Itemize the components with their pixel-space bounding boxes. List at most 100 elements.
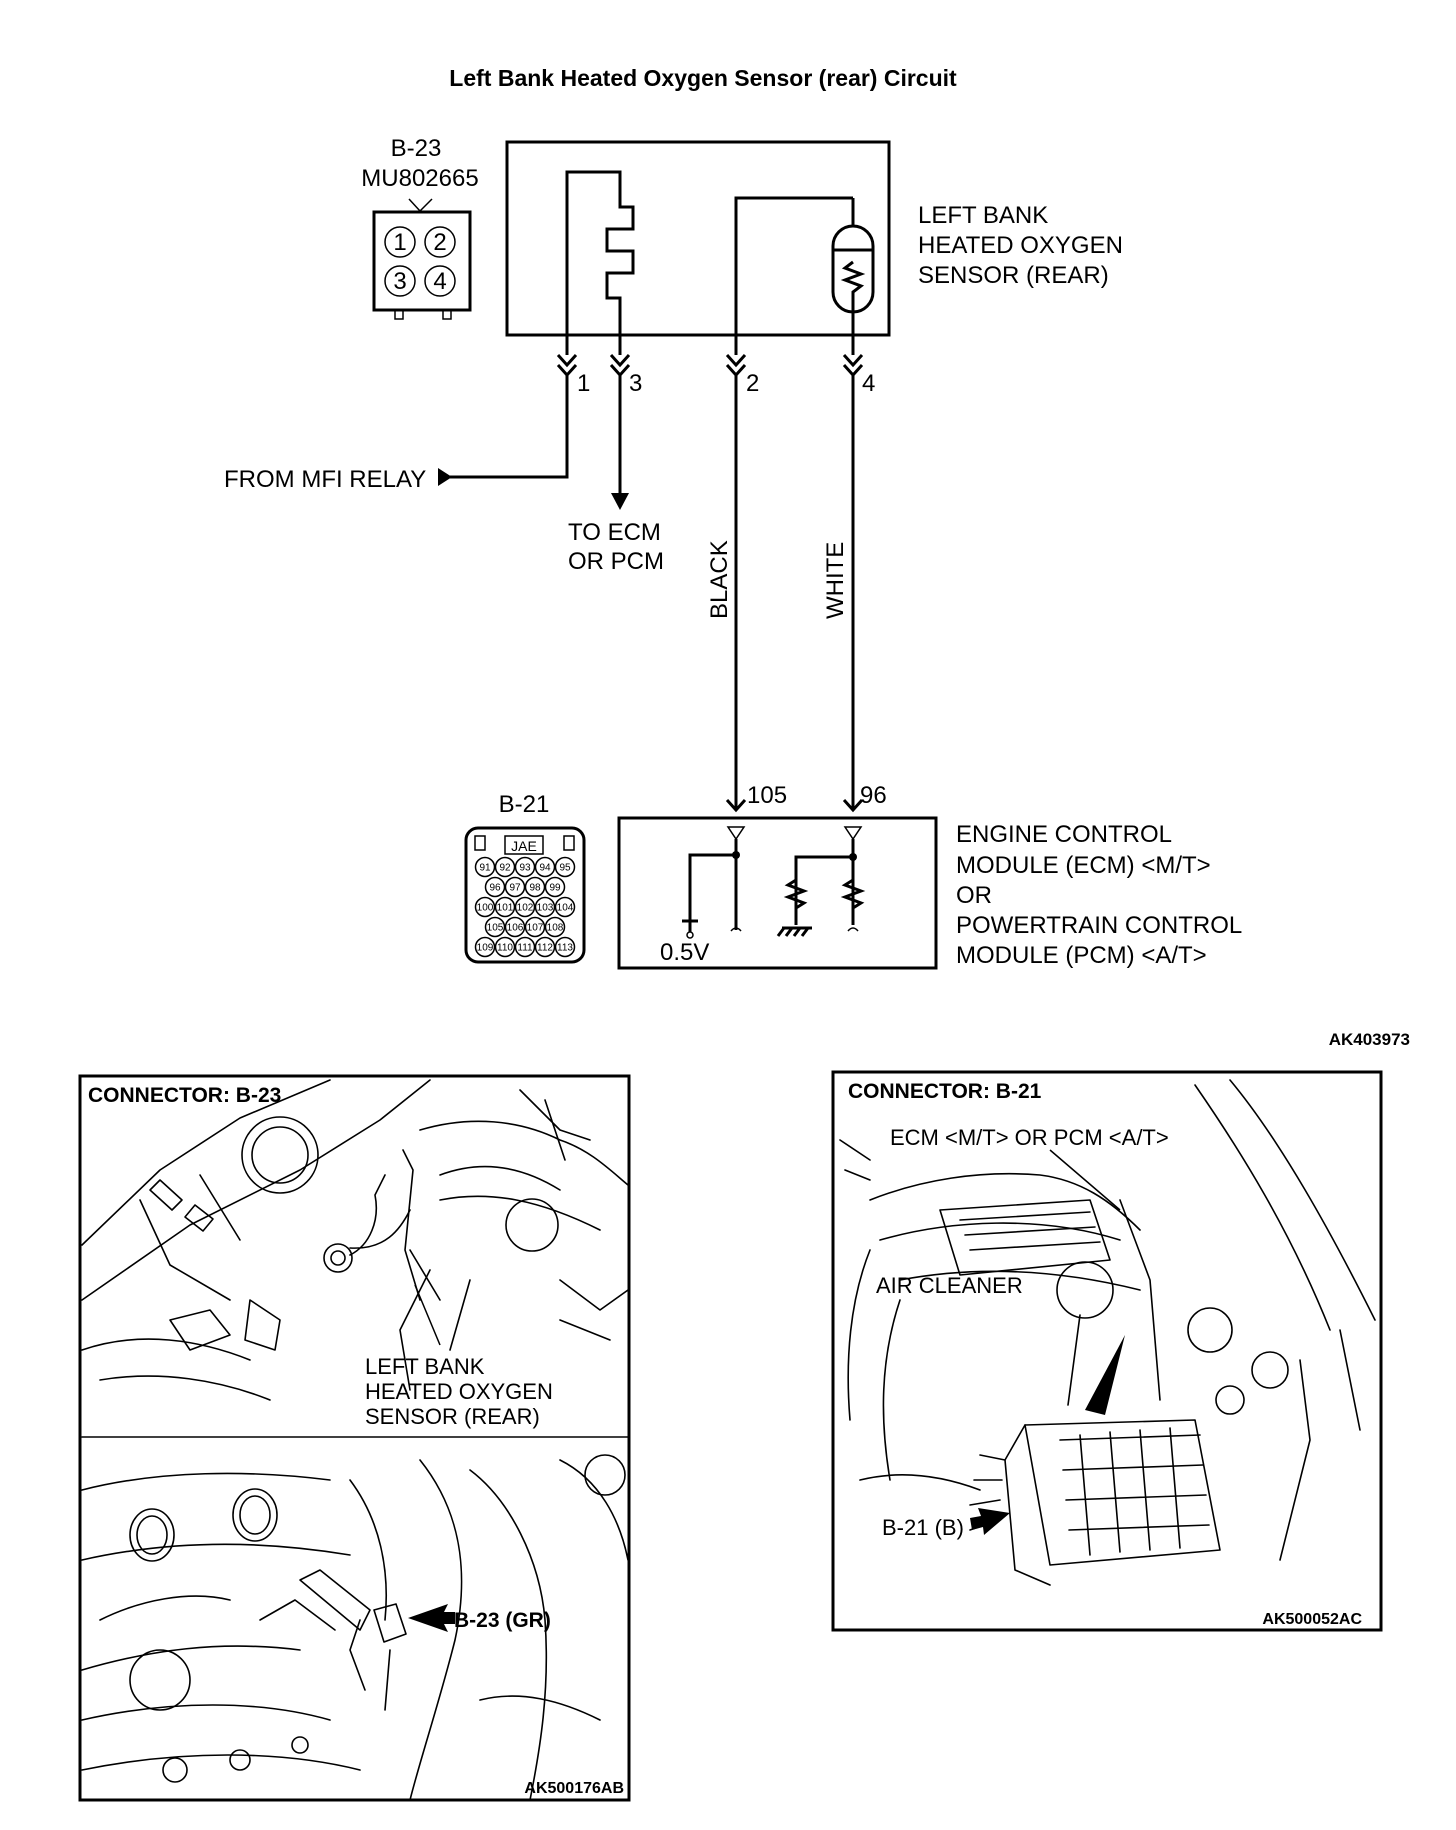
b21-pin (504, 876, 526, 898)
b21-pin-label: 106 (507, 923, 524, 934)
ecm-label-line: OR (956, 882, 992, 909)
sensor-label-line: SENSOR (REAR) (918, 262, 1109, 289)
ecm-box: 0.5V (617, 816, 938, 970)
b21-pin-label: 107 (527, 923, 544, 934)
callout-line: LEFT BANK (365, 1354, 485, 1379)
pointer-wedge (1085, 1335, 1125, 1415)
b21-pin (474, 856, 496, 878)
sensor-pin-chevrons (556, 353, 864, 378)
b21-pin-label: 91 (479, 863, 491, 874)
b21-pin (524, 876, 546, 898)
b21-pin (554, 856, 576, 878)
wires (438, 375, 855, 808)
callout-line: SENSOR (REAR) (365, 1404, 540, 1429)
b21-pin-label: 110 (497, 943, 513, 954)
b23-connector-face: B-23 MU802665 1 2 3 4 (361, 135, 479, 320)
b21-pin-label: 113 (557, 943, 573, 954)
sensor-pin-number: 3 (629, 370, 642, 397)
wire-color-white: WHITE (822, 542, 849, 619)
to-ecm-label: OR PCM (568, 548, 664, 575)
b23-pin: 3 (393, 268, 406, 295)
b21-pin-label: 103 (537, 903, 554, 914)
b21-pin (534, 896, 556, 918)
b21-pin (534, 856, 556, 878)
b21-pin (554, 936, 576, 958)
b23-pin: 2 (433, 229, 446, 256)
b21-pin-label: 105 (487, 923, 504, 934)
b21-pin (544, 916, 566, 938)
figure-code: AK403973 (1329, 1030, 1410, 1049)
b21-pin (474, 896, 496, 918)
b21-pin-label: 102 (517, 903, 534, 914)
panel-code: AK500052AC (1262, 1611, 1362, 1628)
b21-pin (534, 936, 556, 958)
wire-color-black: BLACK (706, 540, 733, 619)
ecm-pin-number: 96 (860, 782, 887, 809)
b21-pin-label: 97 (509, 883, 521, 894)
b21-id: B-21 (499, 791, 550, 818)
b21-pin (484, 916, 506, 938)
b21-pin-label: 112 (537, 943, 553, 954)
b21-tag: JAE (511, 838, 537, 854)
sensor-label-line: HEATED OXYGEN (918, 232, 1123, 259)
b21-pin-label: 99 (549, 883, 561, 894)
oxygen-sensor-box (505, 140, 891, 355)
b21-pin-label: 108 (547, 923, 564, 934)
panel-title: CONNECTOR: B-21 (848, 1080, 1042, 1103)
ecm-module-sketch (969, 1419, 1221, 1586)
b21-pin-label: 94 (539, 863, 551, 874)
ecm-label: ENGINE CONTROL MODULE (ECM) <M/T> OR POW… (956, 821, 1242, 969)
b21-pin-label: 95 (559, 863, 571, 874)
ecm-pin-number: 105 (747, 782, 787, 809)
b21-pin (494, 896, 516, 918)
b21-pin (554, 896, 576, 918)
ecm-label-line: MODULE (PCM) <A/T> (956, 942, 1207, 969)
arrow-right-icon (970, 1508, 1010, 1535)
sensor-label: LEFT BANK HEATED OXYGEN SENSOR (REAR) (918, 202, 1123, 289)
b21-pin-label: 93 (519, 863, 531, 874)
ecm-label-line: POWERTRAIN CONTROL (956, 912, 1242, 939)
b21-pin (494, 936, 516, 958)
arrow-left-icon (408, 1604, 455, 1632)
b21-pin (514, 936, 536, 958)
ecm-photo-label: ECM <M/T> OR PCM <A/T> (890, 1125, 1169, 1150)
sensor-pin-number: 4 (862, 370, 875, 397)
b21-pin-label: 100 (477, 903, 494, 914)
connector-b23-location-panel: CONNECTOR: B-23 LEFT BANK HEATED OXYGEN … (78, 1074, 631, 1802)
from-mfi-relay-label: FROM MFI RELAY (224, 466, 426, 493)
b21-pin-label: 104 (557, 903, 574, 914)
b21-pin (494, 856, 516, 878)
b23-part-number: MU802665 (361, 165, 478, 192)
b23-pin: 4 (433, 268, 446, 295)
arrow-right-icon (438, 468, 452, 486)
b21-pin-label: 109 (477, 943, 494, 954)
b21-pin (524, 916, 546, 938)
voltage-label: 0.5V (660, 939, 709, 966)
arrow-down-icon (611, 493, 629, 510)
sensor-label-line: LEFT BANK (918, 202, 1048, 229)
callout-line: HEATED OXYGEN (365, 1379, 553, 1404)
b21-pin (474, 936, 496, 958)
b21-pin-label: 111 (517, 943, 533, 954)
ecm-pin-chevrons (725, 798, 864, 813)
b23-pin: 1 (393, 229, 406, 256)
panel-title: CONNECTOR: B-23 (88, 1084, 281, 1107)
b21-pin-label: 98 (529, 883, 541, 894)
diagram-title: Left Bank Heated Oxygen Sensor (rear) Ci… (449, 65, 957, 91)
b23-id: B-23 (391, 135, 442, 162)
sensor-pin-number: 2 (746, 370, 759, 397)
panel-code: AK500176AB (524, 1780, 624, 1797)
ecm-label-line: MODULE (ECM) <M/T> (956, 852, 1211, 879)
air-cleaner-label: AIR CLEANER (876, 1273, 1023, 1298)
b21-pin (544, 876, 566, 898)
b21-pin-label: 92 (499, 863, 511, 874)
to-ecm-label: TO ECM (568, 519, 661, 546)
b21-pin (514, 856, 536, 878)
b21-pin-label: 96 (489, 883, 501, 894)
connector-callout: B-21 (B) (882, 1515, 964, 1540)
b21-pin-label: 101 (497, 903, 514, 914)
sensor-pin-number: 1 (577, 370, 590, 397)
